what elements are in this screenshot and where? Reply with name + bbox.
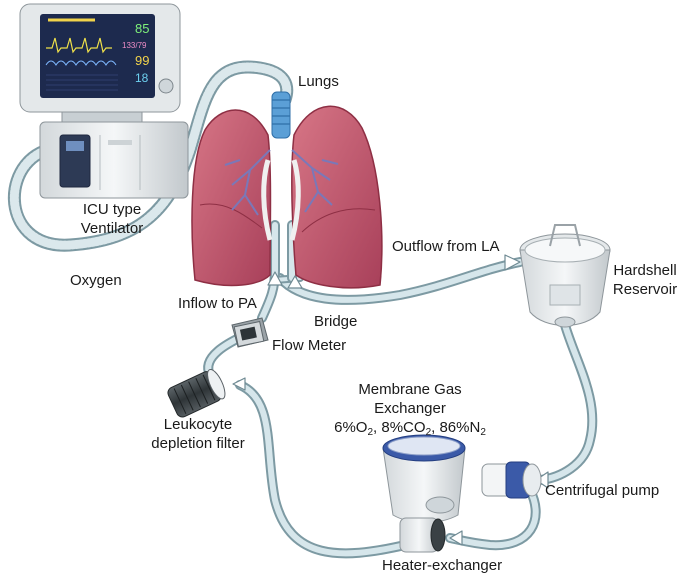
gas-co2-sub: 2 <box>425 427 432 438</box>
gas-mixture-label: 6%O2, 8%CO2, 86%N2 <box>334 419 486 438</box>
arrow-bridge <box>287 275 303 289</box>
centrifugal-pump <box>481 461 542 499</box>
arrow-inflow <box>267 271 283 286</box>
reservoir-label-line2: Reservoir <box>612 281 678 298</box>
centrifugal-pump-label: Centrifugal pump <box>545 482 660 499</box>
ventilator-label-line2: Ventilator <box>80 220 144 237</box>
ventilator-label-line1: ICU type <box>82 201 142 218</box>
leukocyte-label-line2: depletion filter <box>151 435 245 452</box>
heater-exchanger-label: Heater-exchanger <box>382 557 503 574</box>
bridge-label: Bridge <box>314 313 358 330</box>
arrow-filter <box>232 377 246 391</box>
flow-meter-label: Flow Meter <box>272 337 347 354</box>
gas-o2-sub: 2 <box>367 427 374 438</box>
heart-rate-value: 85 <box>135 21 149 36</box>
leukocyte-filter-label: Leukocyte depletion filter <box>138 415 258 453</box>
outflow-la-label: Outflow from LA <box>392 238 500 255</box>
ecg-waveform <box>46 37 112 54</box>
arrow-pump <box>535 471 549 489</box>
spo2-value: 99 <box>135 53 149 68</box>
gas-n2-sub: 2 <box>480 427 486 438</box>
right-lung <box>191 109 272 287</box>
membrane-gas-exchanger <box>382 434 466 523</box>
gas-o2: 6%O <box>334 419 368 436</box>
vessel-tree <box>224 149 339 216</box>
lungs <box>191 91 383 289</box>
icu-ventilator: 85 133/79 99 18 <box>19 3 189 199</box>
trachea <box>271 91 291 139</box>
flow-meter <box>231 317 269 348</box>
monitor-knob[interactable] <box>158 78 174 94</box>
ventilator-screen <box>40 14 155 98</box>
inflow-pa-label: Inflow to PA <box>178 295 257 312</box>
reservoir-label: Hardshell Reservoir <box>610 261 680 299</box>
lungs-label: Lungs <box>298 73 339 90</box>
reservoir-label-line1: Hardshell <box>613 262 677 279</box>
flow-arrows <box>232 254 549 546</box>
arrow-outflow <box>504 254 521 271</box>
tubing <box>7 60 598 559</box>
left-lung <box>291 105 383 289</box>
membrane-label-line2: Exchanger <box>374 400 446 417</box>
leukocyte-label-line1: Leukocyte <box>163 416 233 433</box>
heater-exchanger <box>399 517 446 553</box>
gas-co2: 8%CO <box>381 419 426 436</box>
membrane-exchanger-label: Membrane Gas Exchanger 6%O2, 8%CO2, 86%N… <box>320 380 500 438</box>
membrane-label-line1: Membrane Gas <box>358 381 462 398</box>
perfusion-circuit-tube <box>203 220 598 559</box>
arrow-heater <box>449 530 463 546</box>
pleth-waveform <box>45 60 117 66</box>
hardshell-reservoir <box>519 224 611 328</box>
resp-value: 18 <box>135 71 149 85</box>
oxygen-label: Oxygen <box>70 272 122 289</box>
leukocyte-depletion-filter <box>167 368 226 418</box>
gas-n2: 86%N <box>439 419 481 436</box>
ventilator-label: ICU type Ventilator <box>57 200 167 238</box>
blood-pressure-value: 133/79 <box>122 41 147 50</box>
